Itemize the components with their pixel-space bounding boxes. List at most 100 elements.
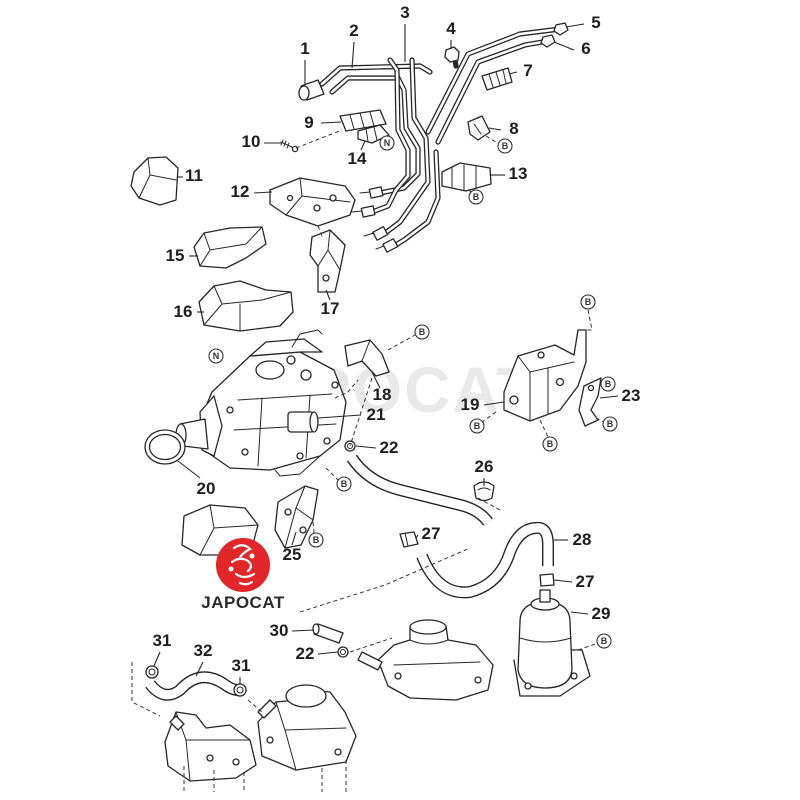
- part-20-o-ring: [144, 429, 186, 465]
- marker-b-22: B: [336, 476, 352, 492]
- callout-4: 4: [446, 19, 456, 38]
- callout-30: 30: [270, 621, 289, 640]
- callout-31: 31: [153, 631, 172, 650]
- marker-b-label: B: [547, 439, 554, 449]
- callout-1: 1: [300, 39, 309, 58]
- callout-6: 6: [581, 39, 590, 58]
- part-13-pipe-clamp: [441, 162, 492, 192]
- callout-19: 19: [461, 395, 480, 414]
- callout-9: 9: [304, 113, 313, 132]
- logo-emblem-icon: [228, 544, 256, 586]
- callout-21: 21: [367, 405, 386, 424]
- marker-b-label: B: [313, 535, 320, 545]
- water-inlet-bracket: [164, 711, 257, 782]
- marker-b-29: B: [596, 633, 612, 649]
- marker-b-label: B: [607, 419, 614, 429]
- callout-23: 23: [622, 386, 641, 405]
- marker-n-label: N: [213, 351, 220, 361]
- part-9-pipe-clamp: [339, 109, 387, 132]
- marker-b-label: B: [601, 636, 608, 646]
- part-5-fitting: [553, 22, 569, 36]
- part-10-screw: [280, 139, 299, 153]
- part-25-bracket: [274, 485, 319, 549]
- callout-8: 8: [509, 119, 518, 138]
- callout-14: 14: [348, 149, 367, 168]
- part-11-bracket: [130, 156, 179, 206]
- part-31-clamp-right: [233, 683, 247, 697]
- callout-22: 22: [380, 438, 399, 457]
- marker-n-21: N: [208, 348, 224, 364]
- callout-27-lower: 27: [576, 572, 595, 591]
- callout-15: 15: [166, 246, 185, 265]
- marker-b-label: B: [605, 379, 612, 389]
- callout-labels: 1 2 3 4 5 6 7 8 9 10 11 12 13 14 15 16 1…: [153, 3, 641, 675]
- marker-b-25: B: [308, 532, 324, 548]
- callout-31-right: 31: [232, 656, 251, 675]
- part-16-cover: [198, 280, 294, 332]
- marker-n-14: N: [379, 135, 395, 151]
- marker-b-8: B: [497, 138, 513, 154]
- marker-b-13: B: [468, 189, 484, 205]
- callout-2: 2: [349, 21, 358, 40]
- callout-22-lower: 22: [296, 644, 315, 663]
- part-31-clamp: [145, 665, 159, 679]
- callout-25: 25: [283, 545, 302, 564]
- callout-13: 13: [509, 164, 528, 183]
- leader-lines: [153, 23, 619, 684]
- marker-b-label: B: [419, 327, 426, 337]
- marker-b-label: B: [341, 479, 348, 489]
- marker-b-23-bottom: B: [602, 416, 618, 432]
- part-27-clamp-lower: [539, 573, 555, 587]
- marker-b-19-top: B: [580, 294, 596, 310]
- callout-26: 26: [475, 457, 494, 476]
- callout-16: 16: [174, 302, 193, 321]
- fuel-return-hose: [347, 454, 493, 526]
- part-26-clamp: [473, 481, 495, 502]
- part-8-pipe-clamp: [467, 115, 491, 141]
- callout-20: 20: [197, 479, 216, 498]
- part-30-pipe: [312, 623, 344, 644]
- callout-5: 5: [591, 13, 600, 32]
- callout-3: 3: [400, 3, 409, 22]
- callout-10: 10: [242, 132, 261, 151]
- water-outlet-housing: [357, 619, 494, 701]
- marker-b-23-top: B: [600, 376, 616, 392]
- logo-text: JAPOCAT: [201, 593, 285, 612]
- part-1-delivery-valve: [298, 79, 325, 101]
- part-27-clamp: [399, 531, 419, 548]
- marker-n-label: N: [384, 138, 391, 148]
- part-7-pipe-clamp: [481, 67, 513, 91]
- pipe-end-nuts: [351, 186, 399, 253]
- callout-18: 18: [373, 385, 392, 404]
- part-6-fitting: [540, 34, 556, 48]
- part-15-bracket: [193, 226, 267, 269]
- thermostat-housing: [257, 684, 357, 771]
- callout-7: 7: [523, 61, 532, 80]
- part-22-hose-clamp-lower: [337, 646, 349, 658]
- marker-b-label: B: [474, 421, 481, 431]
- callout-27: 27: [422, 524, 441, 543]
- marker-b-19-left: B: [469, 418, 485, 434]
- part-29-vacuum-tank: [513, 589, 591, 697]
- part-32-hose: [145, 671, 239, 701]
- logo-red-circle: [216, 538, 270, 592]
- callout-32: 32: [194, 641, 213, 660]
- marker-b-label: B: [585, 297, 592, 307]
- callout-17: 17: [321, 299, 340, 318]
- marker-b-label: B: [473, 192, 480, 202]
- marker-b-18: B: [414, 324, 430, 340]
- part-4-fitting: [444, 46, 460, 63]
- marker-b-label: B: [502, 141, 509, 151]
- part-17-bracket: [309, 229, 346, 293]
- part-21-injection-pump: [175, 329, 347, 477]
- part-19-bracket: [503, 329, 587, 422]
- part-18-bracket: [344, 339, 390, 377]
- marker-b-19-bottom: B: [542, 436, 558, 452]
- injection-pipes: [319, 26, 563, 253]
- callout-28: 28: [573, 530, 592, 549]
- part-28-hose: [416, 521, 554, 599]
- callout-11: 11: [185, 166, 203, 185]
- part-12-bracket: [269, 177, 356, 227]
- japocat-logo: JAPOCAT: [201, 538, 285, 612]
